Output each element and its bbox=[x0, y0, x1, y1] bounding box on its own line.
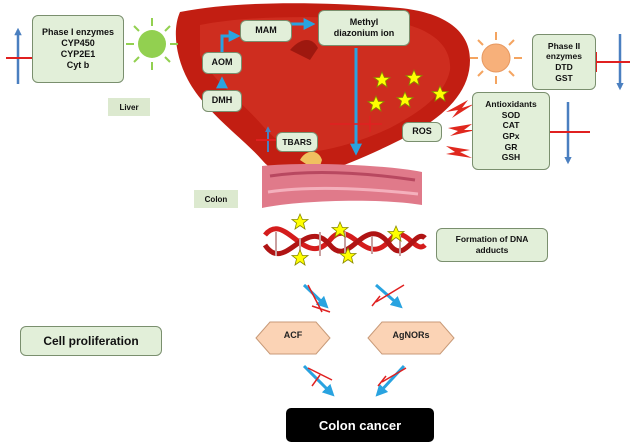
star-icon bbox=[338, 246, 358, 264]
antioxidant-item: SOD bbox=[501, 109, 521, 120]
mam-label: MAM bbox=[255, 25, 277, 36]
agnors-label: AgNORs bbox=[392, 330, 430, 340]
phase2-enzymes-box: Phase II enzymes DTD GST bbox=[532, 34, 596, 90]
colon-cancer-box: Colon cancer bbox=[286, 408, 434, 442]
colon-illustration bbox=[262, 164, 422, 208]
diazonium-label: diazonium ion bbox=[333, 28, 395, 38]
orange-sun-icon bbox=[470, 32, 522, 84]
antioxidant-item: GSH bbox=[501, 152, 521, 163]
ros-box: ROS bbox=[402, 122, 442, 142]
phase1-title: Phase I enzymes bbox=[41, 26, 115, 37]
phase2-line: GST bbox=[555, 72, 573, 83]
lightning-icons bbox=[446, 100, 476, 158]
star-icon bbox=[330, 220, 350, 238]
lightning-icon bbox=[448, 124, 476, 136]
phase1-item: Cyt b bbox=[66, 60, 90, 71]
phase2-line: enzymes bbox=[546, 51, 582, 62]
antioxidant-item: GR bbox=[504, 141, 518, 152]
phase2-indicator bbox=[595, 34, 630, 91]
acf-hexagon bbox=[255, 321, 331, 355]
aom-box: AOM bbox=[202, 52, 242, 74]
phase1-item: CYP2E1 bbox=[60, 49, 96, 59]
lightning-icon bbox=[446, 100, 474, 118]
phase1-item: CYP450 bbox=[61, 37, 95, 48]
tbars-box: TBARS bbox=[276, 132, 318, 152]
star-icon bbox=[372, 70, 392, 88]
acf-label: ACF bbox=[283, 330, 303, 340]
star-icon bbox=[366, 94, 386, 112]
aom-label: AOM bbox=[211, 57, 233, 68]
ros-label: ROS bbox=[412, 126, 432, 137]
lightning-icon bbox=[446, 146, 472, 158]
green-sun-icon bbox=[126, 18, 178, 70]
dmh-box: DMH bbox=[202, 90, 242, 112]
cell-proliferation-box: Cell proliferation bbox=[20, 326, 162, 356]
methyl-label: Methyl bbox=[349, 16, 379, 27]
adducts-line: adducts bbox=[475, 245, 509, 255]
cell-proliferation-label: Cell proliferation bbox=[43, 333, 139, 348]
star-icon bbox=[430, 84, 450, 102]
star-icon bbox=[395, 90, 415, 108]
antioxidants-title: Antioxidants bbox=[485, 99, 537, 110]
methyl-diazonium-box: Methyl diazonium ion bbox=[318, 10, 410, 46]
tbars-label: TBARS bbox=[282, 136, 312, 147]
mam-box: MAM bbox=[240, 20, 292, 42]
star-icon bbox=[290, 248, 310, 266]
adducts-line: Formation of DNA bbox=[455, 234, 529, 245]
star-icon bbox=[290, 212, 310, 230]
colon-label: Colon bbox=[194, 190, 238, 208]
agnors-hexagon bbox=[367, 321, 455, 355]
liver-illustration bbox=[175, 3, 470, 177]
antioxidant-item: GPx bbox=[502, 131, 520, 141]
inhibition-symbols bbox=[307, 116, 407, 387]
star-icon bbox=[404, 68, 424, 86]
dmh-label: DMH bbox=[211, 95, 233, 106]
phase2-line: DTD bbox=[555, 62, 573, 72]
star-icon bbox=[386, 224, 406, 242]
antioxidant-indicator bbox=[545, 102, 590, 165]
antioxidant-item: CAT bbox=[502, 120, 520, 131]
phase1-enzymes-box: Phase I enzymes CYP450 CYP2E1 Cyt b bbox=[32, 15, 124, 83]
star-icons bbox=[290, 68, 450, 266]
phase2-line: Phase II bbox=[547, 40, 581, 51]
antioxidants-box: Antioxidants SOD CAT GPx GR GSH bbox=[472, 92, 550, 170]
colon-cancer-label: Colon cancer bbox=[318, 417, 402, 433]
dna-adducts-box: Formation of DNA adducts bbox=[436, 228, 548, 262]
pathway-arrows bbox=[216, 18, 406, 397]
liver-label: Liver bbox=[108, 98, 150, 116]
